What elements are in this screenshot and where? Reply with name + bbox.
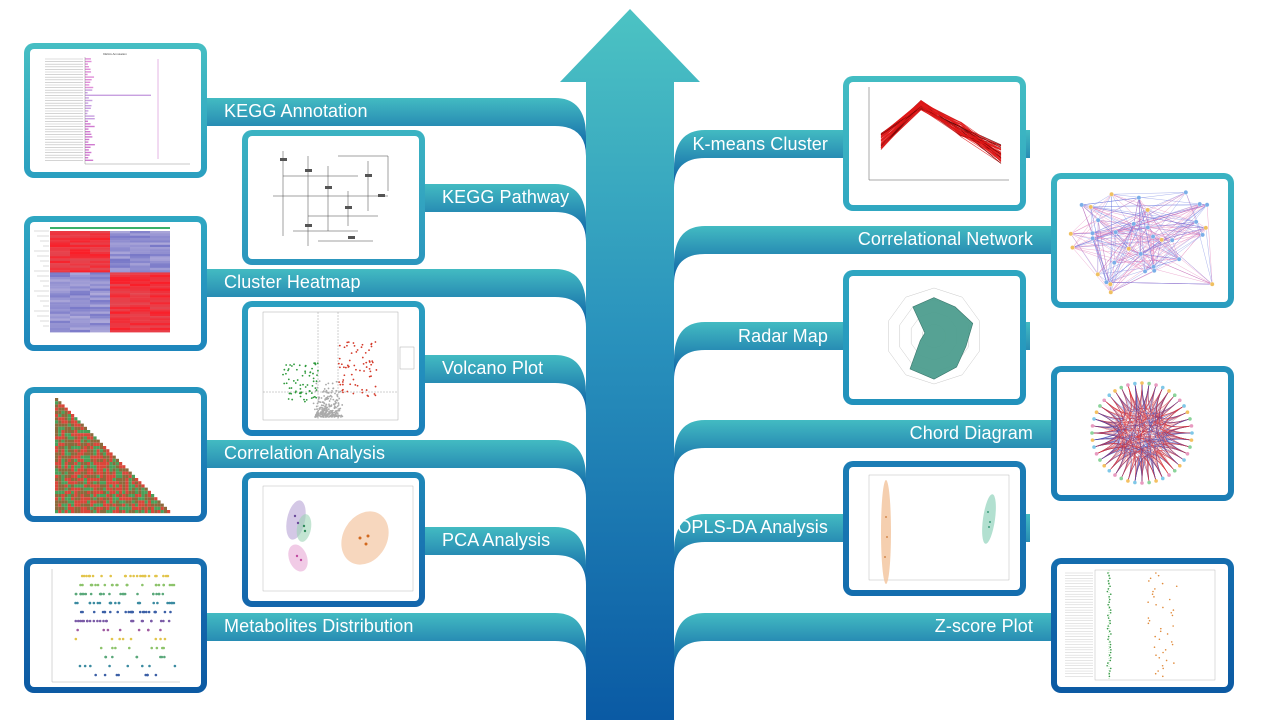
label-pca-analysis: PCA Analysis [442,530,551,550]
dot-distribution [51,569,180,683]
label-zscore-plot: Z-score Plot [934,616,1033,636]
label-chord-diagram: Chord Diagram [909,423,1033,443]
chord-diagram-thumbnail [1051,366,1234,501]
metabolites-distribution-thumbnail [24,558,207,693]
opls-da-thumbnail [843,461,1026,596]
label-volcano-plot: Volcano Plot [442,358,544,378]
network [1068,189,1215,295]
zscore [1065,569,1216,681]
label-opls-da-analysis: OPLS-DA Analysis [677,517,828,537]
heatmap [34,227,170,333]
left-branches [200,98,586,671]
correlation-analysis-thumbnail [24,387,207,522]
volcano-plot-thumbnail [242,301,425,436]
label-kmeans-cluster: K-means Cluster [692,134,828,154]
chord [1090,381,1194,485]
volcano [262,311,415,421]
kegg-pathway-thumbnail [242,130,425,265]
kmeans-cluster-thumbnail [843,76,1026,211]
radar-map-thumbnail [843,270,1026,405]
svg-text:KEGG Annotation: KEGG Annotation [103,52,127,56]
radar [888,287,980,385]
label-correlational-network: Correlational Network [857,229,1033,249]
opls-scatter [868,474,1010,584]
main-arrow [560,9,700,720]
label-correlation-analysis: Correlation Analysis [224,443,386,463]
triangle-heatmap [55,398,171,514]
line-cluster [868,87,1009,181]
kegg-annotation-thumbnail: KEGG Annotation [24,43,207,178]
label-cluster-heatmap: Cluster Heatmap [224,272,361,292]
zscore-plot-thumbnail [1051,558,1234,693]
label-kegg-pathway: KEGG Pathway [442,187,570,207]
pathway-map [273,151,389,246]
cluster-heatmap-thumbnail [24,216,207,351]
pca-analysis-thumbnail [242,472,425,607]
label-radar-map: Radar Map [738,326,828,346]
pca-scatter [262,485,414,592]
label-metabolites-distribution: Metabolites Distribution [224,616,414,636]
correlational-network-thumbnail [1051,173,1234,308]
annotation-bars [45,58,151,161]
label-kegg-annotation: KEGG Annotation [224,101,368,121]
